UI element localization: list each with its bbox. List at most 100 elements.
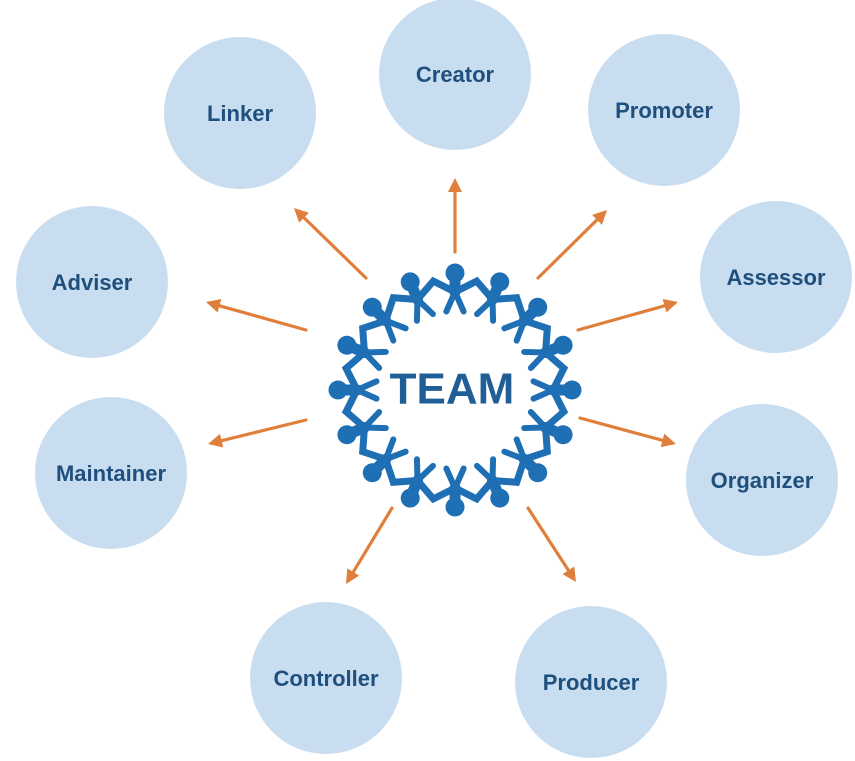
arrow-to-maintainer xyxy=(208,418,308,448)
person-arms xyxy=(359,317,390,356)
person-leg xyxy=(414,296,436,318)
person-icon xyxy=(337,409,389,445)
person-leg xyxy=(413,456,421,484)
role-node-assessor: Assessor xyxy=(700,201,852,353)
person-icon xyxy=(400,456,436,508)
person-leg xyxy=(361,348,389,356)
person-head xyxy=(400,272,420,292)
person-arms xyxy=(542,386,569,432)
arrow-to-assessor xyxy=(576,299,678,332)
role-node-creator: Creator xyxy=(379,0,531,150)
role-node-controller: Controller xyxy=(250,602,402,754)
arrow-to-creator xyxy=(448,178,462,254)
person-icon xyxy=(443,465,467,517)
person-head xyxy=(553,335,573,355)
role-node-maintainer: Maintainer xyxy=(35,397,187,549)
person-leg xyxy=(361,409,383,431)
roles-layer: CreatorPromoterAssessorOrganizerProducer… xyxy=(16,0,852,758)
arrow-to-promoter xyxy=(536,210,607,280)
arrow-shaft xyxy=(578,416,665,442)
arrow-to-controller xyxy=(346,506,394,584)
person-arms xyxy=(382,294,421,325)
role-circle-adviser xyxy=(16,206,168,358)
person-leg xyxy=(527,349,549,371)
person-icon xyxy=(521,335,573,371)
person-leg xyxy=(513,317,528,344)
role-label-maintainer: Maintainer xyxy=(56,461,166,486)
person-arms xyxy=(489,294,528,325)
arrow-shaft xyxy=(526,506,570,572)
person-icon xyxy=(328,378,380,402)
role-circle-organizer xyxy=(686,404,838,556)
role-circle-producer xyxy=(515,606,667,758)
person-head xyxy=(562,380,582,400)
role-node-organizer: Organizer xyxy=(686,404,838,556)
arrow-head xyxy=(592,210,607,225)
role-circle-linker xyxy=(164,37,316,189)
team-label: TEAM xyxy=(390,365,515,414)
role-label-creator: Creator xyxy=(416,62,495,87)
arrow-to-linker xyxy=(294,208,368,280)
person-icon xyxy=(337,335,389,371)
arrow-to-adviser xyxy=(206,299,308,332)
person-head xyxy=(445,263,465,283)
arrow-to-organizer xyxy=(578,416,676,448)
person-icon xyxy=(521,409,573,445)
person-arms xyxy=(520,424,551,463)
arrow-shaft xyxy=(536,218,599,280)
person-icon xyxy=(501,297,548,344)
team-people-ring-icon xyxy=(328,263,582,517)
role-circle-creator xyxy=(379,0,531,150)
person-icon xyxy=(474,456,510,508)
person-arms xyxy=(542,348,569,394)
person-head xyxy=(400,488,420,508)
person-head xyxy=(490,488,510,508)
arrow-head xyxy=(562,566,576,582)
role-circle-assessor xyxy=(700,201,852,353)
person-head xyxy=(528,463,548,483)
arrow-head xyxy=(346,568,360,584)
person-arms xyxy=(359,424,390,463)
person-arms xyxy=(520,317,551,356)
person-arms xyxy=(489,455,528,486)
arrow-shaft xyxy=(217,304,308,332)
person-arms xyxy=(341,348,368,394)
person-leg xyxy=(501,448,528,463)
person-leg xyxy=(382,317,409,332)
person-icon xyxy=(501,436,548,483)
person-arms xyxy=(413,477,459,504)
person-head xyxy=(337,335,357,355)
person-leg xyxy=(530,387,556,402)
role-label-assessor: Assessor xyxy=(726,265,826,290)
arrow-to-producer xyxy=(526,506,576,582)
arrow-head xyxy=(208,433,224,448)
role-label-controller: Controller xyxy=(273,666,379,691)
person-head xyxy=(362,297,382,317)
person-leg xyxy=(354,378,380,393)
role-node-linker: Linker xyxy=(164,37,316,189)
arrow-head xyxy=(294,208,309,223)
person-arms xyxy=(413,276,459,303)
role-node-adviser: Adviser xyxy=(16,206,168,358)
person-leg xyxy=(521,424,549,432)
role-circle-maintainer xyxy=(35,397,187,549)
arrow-shaft xyxy=(351,506,394,574)
person-arms xyxy=(382,455,421,486)
arrow-shaft xyxy=(302,216,368,280)
arrow-head xyxy=(448,178,462,192)
arrow-head xyxy=(660,433,676,448)
arrow-head xyxy=(662,299,678,313)
person-arms xyxy=(451,276,497,303)
person-head xyxy=(328,380,348,400)
person-icon xyxy=(362,436,409,483)
role-circle-promoter xyxy=(588,34,740,186)
role-label-adviser: Adviser xyxy=(52,270,133,295)
arrow-head xyxy=(206,299,222,313)
arrow-shaft xyxy=(219,418,308,443)
role-circle-controller xyxy=(250,602,402,754)
person-icon xyxy=(474,272,510,324)
person-head xyxy=(362,463,382,483)
person-head xyxy=(445,497,465,517)
person-leg xyxy=(474,462,496,484)
